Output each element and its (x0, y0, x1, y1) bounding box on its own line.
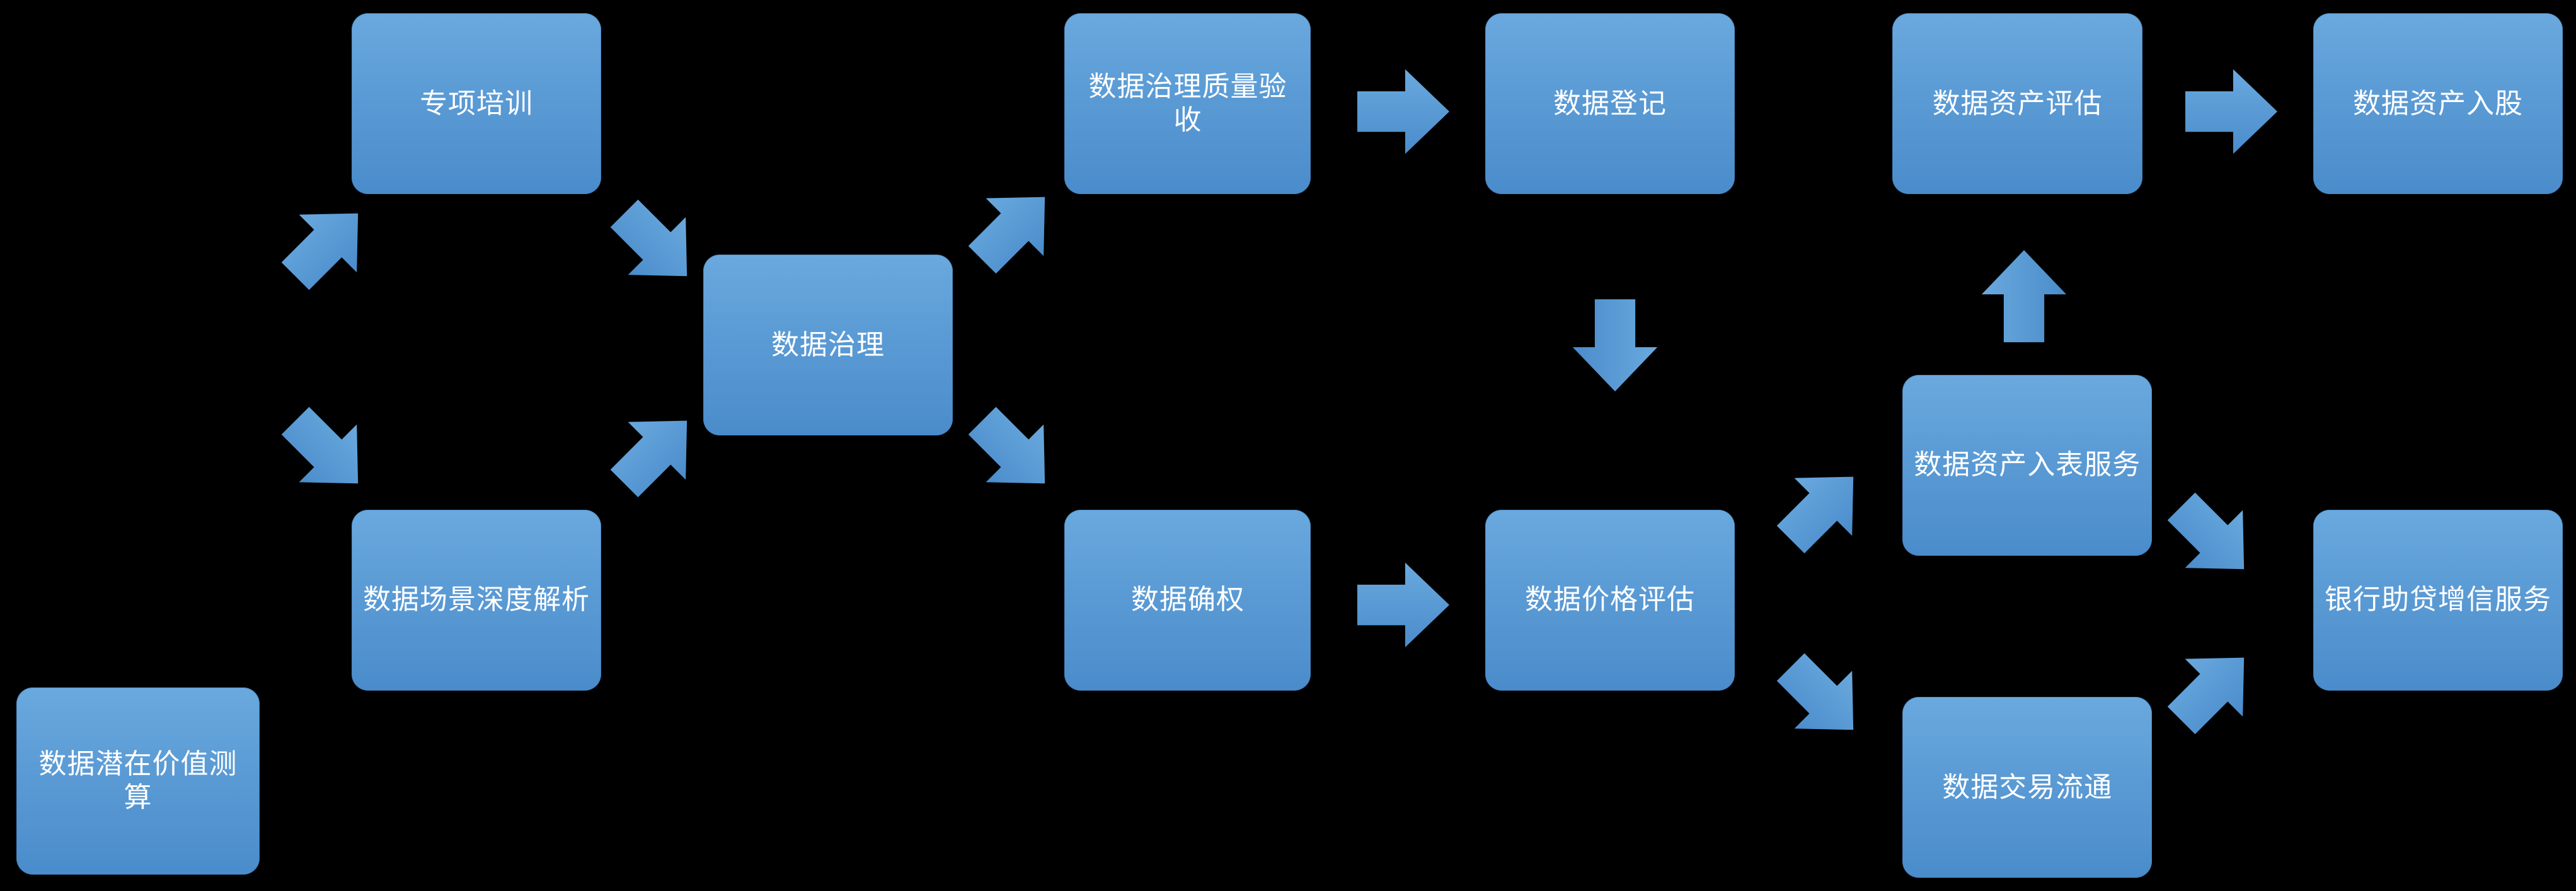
flow-node-n4[interactable]: 数据治理 (703, 255, 953, 436)
flow-node-label: 数据资产入股 (2352, 88, 2523, 119)
flow-node-label: 数据治理 (771, 330, 885, 360)
flow-node-n3[interactable]: 数据场景深度解析 (351, 509, 602, 691)
arrow-value-to-scene-icon (282, 406, 371, 497)
flow-node-label: 数据价格评估 (1524, 584, 1695, 616)
flow-node-label: 专项培训 (420, 88, 534, 119)
flow-node-label: 数据确权 (1130, 584, 1245, 616)
flow-node-n7[interactable]: 数据资产评估 (1892, 13, 2142, 194)
arrow-trading-to-bank-icon (2168, 645, 2257, 734)
arrow-training-to-governance-icon (610, 199, 700, 289)
flow-node-label: 数据潜在价值测算 (38, 748, 238, 813)
arrow-intable-to-bank-icon (2168, 492, 2257, 582)
arrow-governance-to-quality-icon (968, 184, 1058, 274)
flow-node-n8[interactable]: 数据资产入股 (2313, 13, 2563, 194)
flow-node-label: 数据治理质量验收 (1088, 71, 1287, 136)
arrow-registration-to-price-icon (1569, 299, 1661, 391)
arrow-governance-to-rights-icon (968, 406, 1058, 497)
arrow-quality-to-registration-icon (1357, 66, 1449, 158)
arrow-assessment-to-equity-icon (2185, 66, 2277, 158)
arrow-price-to-intable-icon (1776, 464, 1866, 553)
arrow-scene-to-governance-icon (610, 408, 700, 498)
arrow-value-to-training-icon (282, 200, 371, 290)
flow-node-label: 数据场景深度解析 (363, 584, 590, 616)
flow-node-n6[interactable]: 数据登记 (1485, 13, 1735, 194)
arrow-price-to-trading-icon (1776, 653, 1866, 743)
flow-node-label: 数据资产评估 (1932, 88, 2103, 119)
flow-node-label: 银行助贷增信服务 (2324, 584, 2551, 616)
flow-node-n10[interactable]: 数据价格评估 (1485, 509, 1735, 691)
flow-node-n12[interactable]: 数据交易流通 (1902, 697, 2153, 878)
arrow-intable-to-assessment-icon (1978, 250, 2070, 342)
flow-node-label: 数据登记 (1553, 88, 1667, 119)
flow-node-n9[interactable]: 数据确权 (1064, 509, 1311, 691)
arrow-rights-to-price-icon (1357, 559, 1449, 651)
flow-node-n1[interactable]: 数据潜在价值测算 (16, 687, 260, 875)
flow-node-n11[interactable]: 数据资产入表服务 (1902, 374, 2153, 556)
flow-node-label: 数据资产入表服务 (1914, 449, 2141, 481)
flow-node-label: 数据交易流通 (1942, 771, 2113, 803)
flow-node-n2[interactable]: 专项培训 (351, 13, 602, 194)
flow-node-n5[interactable]: 数据治理质量验收 (1064, 13, 1311, 194)
flow-node-n13[interactable]: 银行助贷增信服务 (2313, 509, 2563, 691)
